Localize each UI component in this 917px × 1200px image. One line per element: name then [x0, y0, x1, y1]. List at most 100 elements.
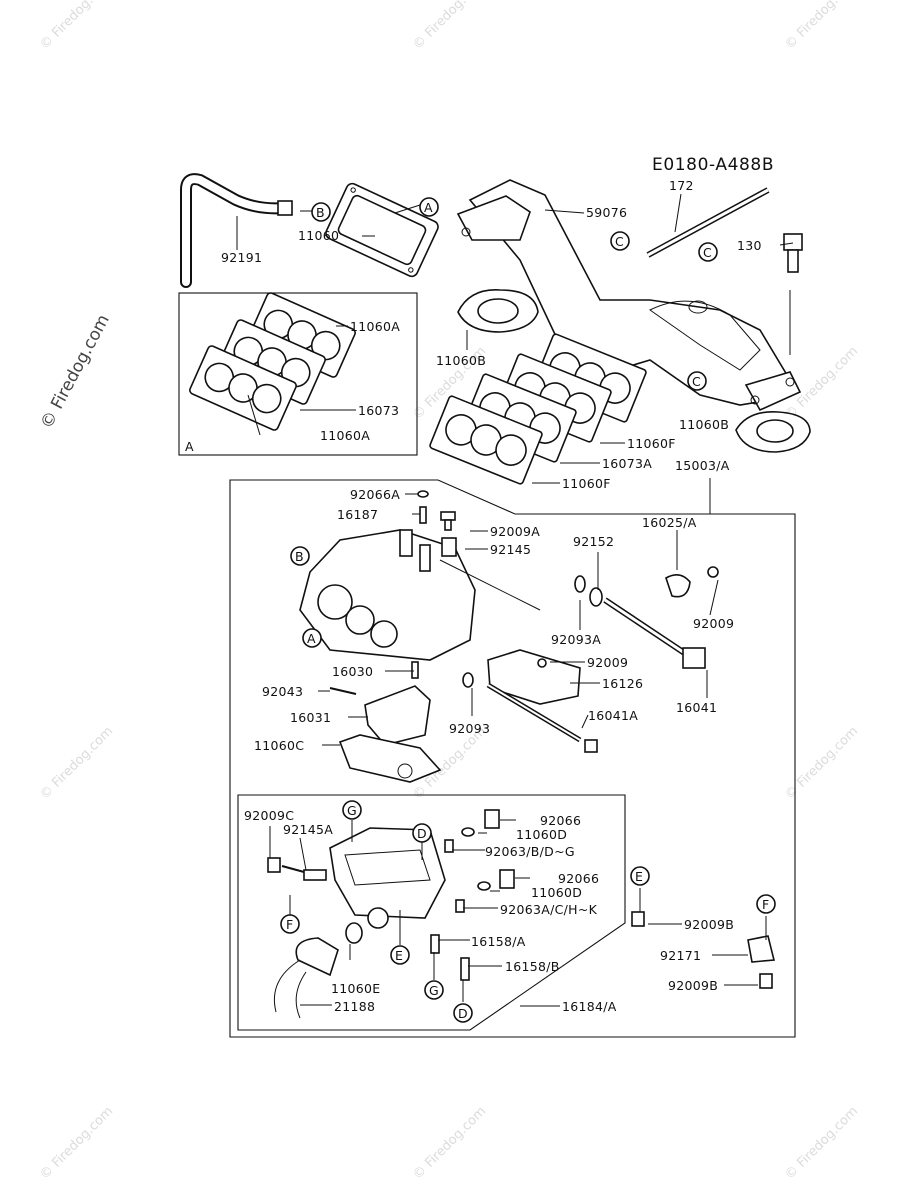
svg-text:A: A — [307, 631, 316, 646]
watermark-tile: © Firedog.com — [410, 1104, 489, 1183]
part-label: 11060B — [436, 353, 486, 368]
callout-a-top: A — [419, 197, 439, 217]
part-label: 92152 — [573, 534, 614, 549]
watermark-tile: © Firedog.com — [782, 1104, 861, 1183]
svg-text:B: B — [295, 549, 304, 564]
callout-c-1: C — [610, 231, 630, 251]
part-label: 92066 — [558, 871, 599, 886]
float-bowl — [267, 809, 515, 1019]
part-label: 16184/A — [562, 999, 617, 1014]
watermark-tile: © Firedog.com — [37, 1104, 116, 1183]
svg-text:B: B — [316, 205, 325, 220]
svg-text:D: D — [417, 826, 427, 841]
part-label: 92009 — [587, 655, 628, 670]
part-label: 92009B — [668, 978, 718, 993]
part-label: 92066 — [540, 813, 581, 828]
svg-text:A: A — [424, 200, 433, 215]
svg-text:F: F — [286, 917, 294, 932]
part-label: 11060D — [516, 827, 567, 842]
part-label: 16187 — [337, 507, 378, 522]
part-label: 16041 — [676, 700, 717, 715]
spacer-stack — [429, 333, 647, 485]
callout-d-1: D — [412, 823, 432, 843]
part-label: 11060A — [350, 319, 400, 334]
callout-c-3: C — [687, 371, 707, 391]
part-label: 11060A — [320, 428, 370, 443]
part-label: 59076 — [586, 205, 627, 220]
part-label: 16158/A — [471, 934, 526, 949]
part-label: 16158/B — [505, 959, 560, 974]
bolt-130 — [783, 233, 803, 273]
part-label: 21188 — [334, 999, 375, 1014]
watermark-tile: © Firedog.com — [410, 0, 489, 53]
watermark-side: © Firedog.com — [37, 311, 114, 432]
part-label: 11060C — [254, 738, 304, 753]
carburetor-assembly-box — [229, 479, 796, 1038]
carburetor-body — [299, 529, 541, 661]
callout-a-carb: A — [302, 628, 322, 648]
callout-b-carb: B — [290, 546, 310, 566]
part-label: 92043 — [262, 684, 303, 699]
float-assembly — [329, 672, 474, 783]
part-label: 92066A — [350, 487, 400, 502]
part-label: 16073A — [602, 456, 652, 471]
part-label: 16073 — [358, 403, 399, 418]
svg-text:G: G — [347, 803, 357, 818]
part-label: 11060B — [679, 417, 729, 432]
part-label: 92093 — [449, 721, 490, 736]
gasket-11060 — [325, 182, 439, 278]
watermark-tile: © Firedog.com — [782, 724, 861, 803]
part-label: 92171 — [660, 948, 701, 963]
callout-c-2: C — [698, 242, 718, 262]
callout-e-2: E — [630, 866, 650, 886]
part-label: 11060E — [331, 981, 380, 996]
part-label: 11060D — [531, 885, 582, 900]
callout-circles: B A C C C B A G D F E G D E F — [280, 197, 776, 1023]
inset-box-a — [178, 292, 418, 456]
part-label: 172 — [669, 178, 694, 193]
part-label: 15003/A — [675, 458, 730, 473]
callout-f-2: F — [756, 894, 776, 914]
bracket-parts — [631, 911, 776, 989]
callout-d-2: D — [453, 1003, 473, 1023]
part-label: 92093A — [551, 632, 601, 647]
inset-gaskets — [189, 292, 356, 431]
svg-text:E: E — [635, 869, 643, 884]
throttle-shaft — [574, 566, 719, 669]
svg-text:E: E — [395, 948, 403, 963]
gasket-11060b-right — [735, 411, 811, 453]
callout-f-1: F — [280, 914, 300, 934]
part-label: 92145 — [490, 542, 531, 557]
part-label: 11060 — [298, 228, 339, 243]
part-label: 16030 — [332, 664, 373, 679]
svg-text:G: G — [429, 983, 439, 998]
part-label: 11060F — [562, 476, 611, 491]
watermark-tile: © Firedog.com — [37, 0, 116, 53]
part-label: 16031 — [290, 710, 331, 725]
leader-lines — [236, 193, 794, 1007]
callout-b-top: B — [311, 202, 331, 222]
jets-screws — [411, 490, 457, 679]
float-bowl-box — [237, 794, 626, 1031]
callout-e-1: E — [390, 945, 410, 965]
part-label: 16025/A — [642, 515, 697, 530]
lever-plate — [486, 649, 598, 753]
svg-text:C: C — [692, 374, 701, 389]
callout-g-2: G — [424, 980, 444, 1000]
callout-g-1: G — [342, 800, 362, 820]
svg-text:F: F — [762, 897, 770, 912]
part-label: 92009C — [244, 808, 294, 823]
part-label: 16126 — [602, 676, 643, 691]
watermark-tile: © Firedog.com — [37, 724, 116, 803]
part-label: 92009A — [490, 524, 540, 539]
part-label: 11060F — [627, 436, 676, 451]
part-label: 92063A/C/H~K — [500, 902, 598, 917]
diagram-code: E0180-A488B — [652, 155, 774, 175]
part-label: 92191 — [221, 250, 262, 265]
svg-text:C: C — [703, 245, 712, 260]
part-label: 16041A — [588, 708, 638, 723]
inset-label: A — [185, 439, 194, 454]
part-label: 92145A — [283, 822, 333, 837]
gasket-11060b-left — [457, 289, 539, 333]
